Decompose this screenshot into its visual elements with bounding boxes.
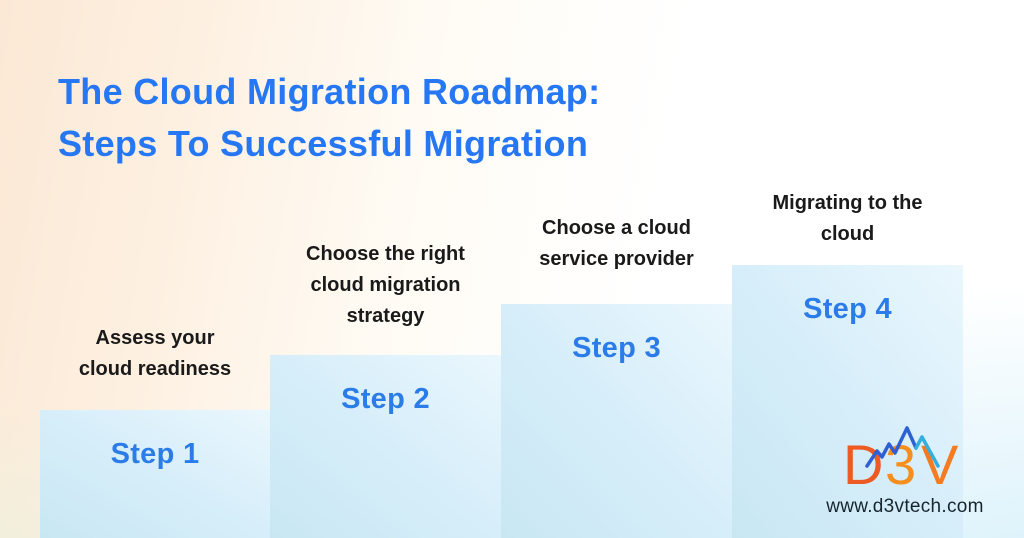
page-title-line-1: The Cloud Migration Roadmap: — [58, 71, 601, 112]
step-2-description: Choose the right cloud migration strateg… — [270, 239, 501, 332]
step-1-description-line: cloud readiness — [78, 358, 232, 380]
step-2-label: Step 2 — [341, 383, 430, 415]
step-1-description-line: Assess your — [95, 327, 215, 349]
page-title: The Cloud Migration Roadmap: Steps To Su… — [58, 66, 600, 170]
step-4-label: Step 4 — [803, 293, 892, 325]
page-title-line-2: Steps To Successful Migration — [58, 123, 589, 164]
mountain-peaks-blue-icon — [865, 426, 918, 468]
step-4-box: Step 4 — [732, 265, 963, 538]
step-2-description-line: cloud migration — [310, 274, 461, 296]
logo-letter-v: V — [921, 433, 959, 490]
step-1-description: Assess your cloud readiness — [40, 323, 270, 385]
step-3-description: Choose a cloud service provider — [501, 213, 732, 275]
step-1-label: Step 1 — [110, 438, 200, 470]
brand-block: D 3 V www.d3vtech.com — [805, 420, 1005, 518]
step-3-description-line: service provider — [539, 248, 694, 270]
step-4-description: Migrating to the cloud — [732, 188, 963, 250]
step-3-label: Step 3 — [572, 332, 661, 364]
website-url: www.d3vtech.com — [826, 496, 984, 517]
d3v-logo-icon: D 3 V — [843, 426, 959, 490]
step-4-description-line: Migrating to the — [772, 192, 923, 214]
step-1-box: Step 1 — [40, 410, 270, 538]
mountain-peaks-teal-icon — [914, 435, 940, 468]
step-2-description-line: strategy — [346, 305, 425, 327]
step-3-box: Step 3 — [501, 304, 732, 538]
step-3-description-line: Choose a cloud — [542, 217, 691, 239]
step-2-description-line: Choose the right — [306, 243, 465, 265]
step-2-box: Step 2 — [270, 355, 501, 538]
step-4-description-line: cloud — [820, 223, 875, 245]
logo-letter-d: D — [843, 433, 883, 490]
